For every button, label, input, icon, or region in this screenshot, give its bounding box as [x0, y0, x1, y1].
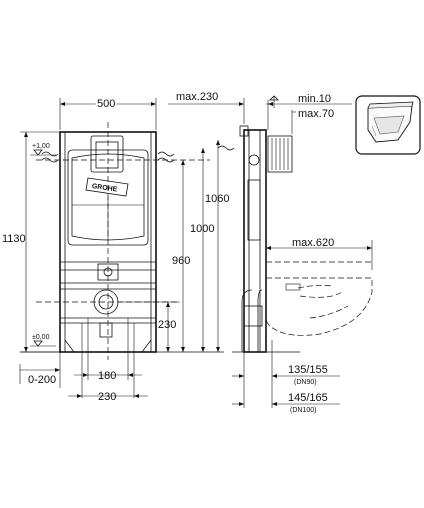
- level-marker-icon: [30, 340, 56, 347]
- dim-max-230: max.230: [176, 91, 218, 103]
- grohe-logo: GROHE: [85, 177, 129, 197]
- level-marker-icon: [30, 149, 56, 156]
- svg-text:GROHE: GROHE: [91, 183, 118, 194]
- dim-180: 180: [98, 370, 116, 382]
- level-zero: ±0,00: [32, 334, 50, 341]
- toilet-thumbnail-icon: [355, 95, 421, 155]
- dim-height-1060: 1060: [205, 193, 229, 205]
- dim-0-200: 0-200: [28, 374, 56, 386]
- front-view: GROHE 500: [2, 97, 229, 404]
- dim-width-500: 500: [97, 98, 115, 110]
- dim-max-620: max.620: [292, 237, 334, 249]
- dim-height-960: 960: [172, 255, 190, 267]
- dim-dn90: (DN90): [294, 379, 317, 386]
- dim-230-right: 230: [158, 319, 176, 331]
- dim-dn100: (DN100): [290, 407, 316, 414]
- dim-135-155: 135/155: [288, 364, 328, 376]
- dim-height-1000: 1000: [190, 223, 214, 235]
- dim-height-1130: 1130: [2, 233, 26, 245]
- dim-max-70: max.70: [298, 108, 334, 120]
- level-plus-1: +1,00: [32, 143, 50, 150]
- dim-230-bottom: 230: [98, 391, 116, 403]
- dim-145-165: 145/165: [288, 392, 328, 404]
- side-view: max.230 min.10 max.70 max.620 135/155 (D…: [168, 91, 373, 414]
- dim-min-10: min.10: [298, 93, 331, 105]
